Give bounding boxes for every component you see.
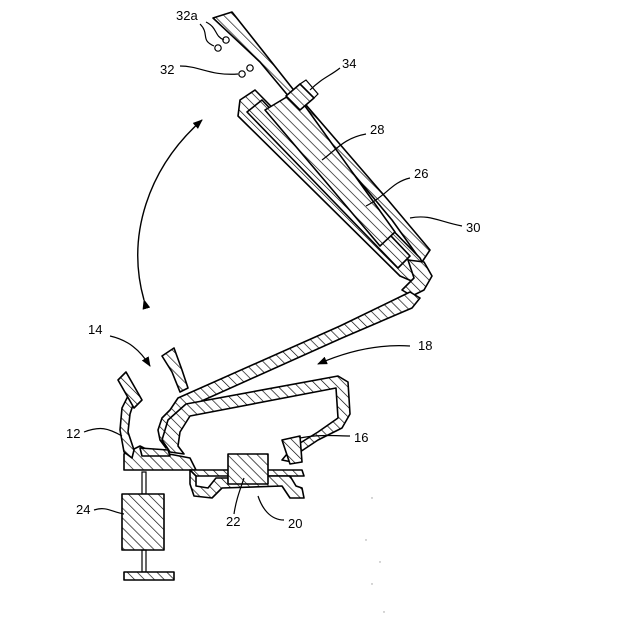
arrow-14: [110, 336, 150, 366]
block-28: [265, 92, 395, 246]
label-12: 12: [66, 426, 80, 441]
foot: [124, 572, 174, 580]
label-20: 20: [288, 516, 302, 531]
tab-14-right: [162, 348, 188, 392]
leader-12: [84, 429, 122, 436]
leader-20: [258, 496, 284, 520]
label-16: 16: [354, 430, 368, 445]
leader-30: [410, 217, 462, 226]
leader-32: [180, 66, 238, 74]
label-32: 32: [160, 62, 174, 77]
connecting-strap-18: [158, 292, 420, 448]
label-30: 30: [466, 220, 480, 235]
label-18: 18: [418, 338, 432, 353]
label-26: 26: [414, 166, 428, 181]
leader-24: [94, 509, 124, 514]
label-32a: 32a: [176, 8, 198, 23]
upper-lid-assembly: [213, 12, 432, 296]
tab-14-left: [118, 372, 142, 408]
label-24: 24: [76, 502, 90, 517]
arm-12-plate: [140, 448, 170, 456]
label-14: 14: [88, 322, 102, 337]
component-24: [122, 494, 164, 550]
pivot-arrow: [138, 120, 202, 300]
post-upper: [142, 472, 146, 494]
label-28: 28: [370, 122, 384, 137]
label-34: 34: [342, 56, 356, 71]
label-22: 22: [226, 514, 240, 529]
tray-16: [162, 376, 350, 462]
leader-34: [310, 68, 340, 90]
part-22: [228, 454, 268, 484]
arrow-18: [318, 346, 410, 364]
post-lower: [142, 550, 146, 572]
pin-32-left: [239, 71, 245, 77]
pin-32-right: [247, 65, 253, 71]
pin-32a-lower: [215, 45, 221, 51]
scan-noise: [365, 497, 384, 612]
